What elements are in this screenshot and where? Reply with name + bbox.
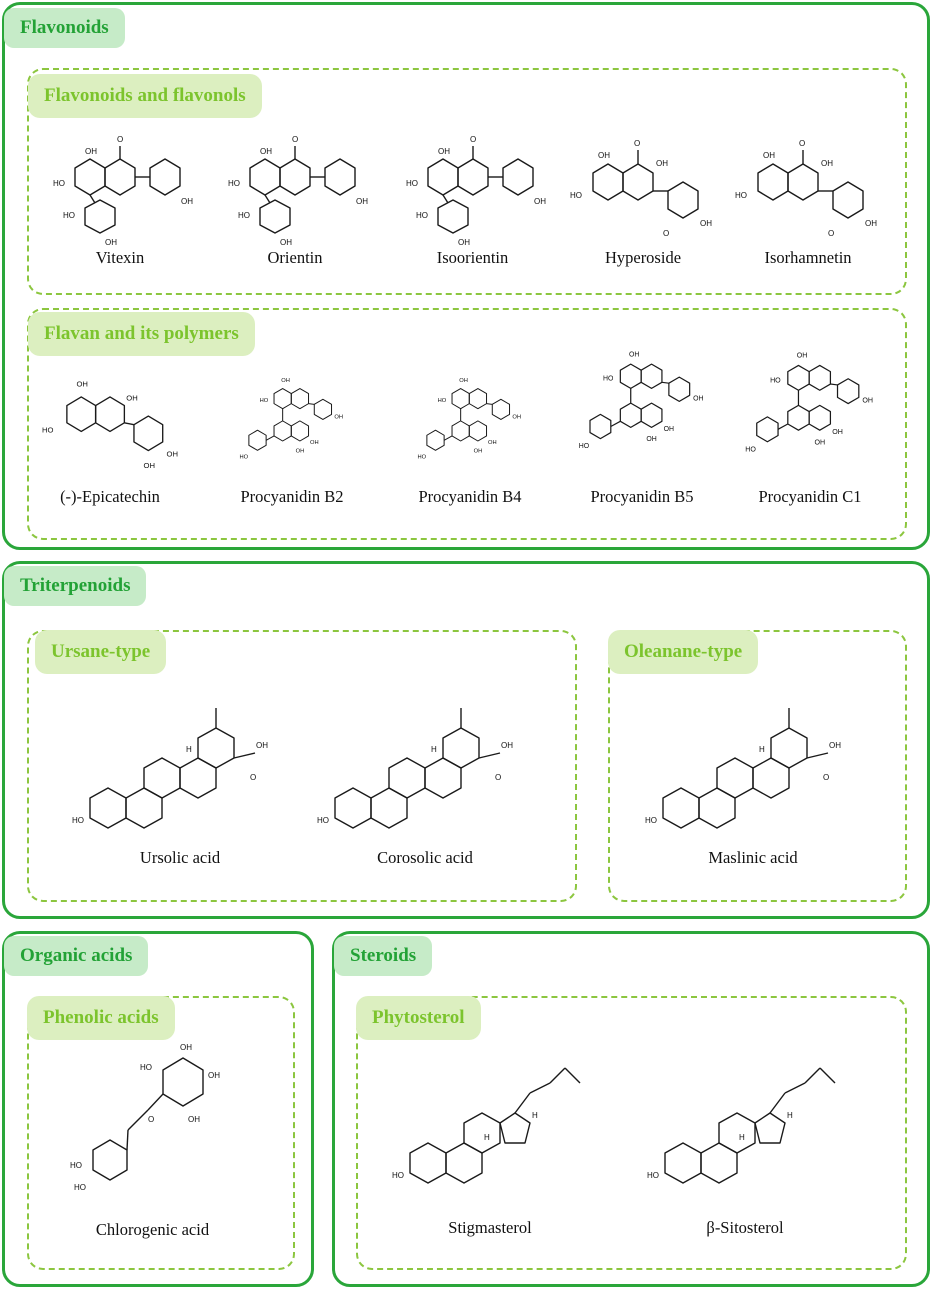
subgroup-label-ursane: Ursane-type	[35, 630, 167, 674]
compound-ursolic-acid: Ursolic acid	[70, 688, 290, 868]
compound-procyanidin-b4: Procyanidin B4	[390, 372, 550, 507]
compound-beta-sitosterol: β-Sitosterol	[640, 1048, 850, 1238]
compound-name: Procyanidin B5	[590, 487, 694, 506]
compound-procyanidin-b2: Procyanidin B2	[212, 372, 372, 507]
compound-chlorogenic-acid: Chlorogenic acid	[65, 1040, 240, 1240]
structure-isorhamnetin	[733, 128, 883, 248]
structure-chlorogenic-acid	[68, 1040, 238, 1220]
subgroup-label-flavan-polymers: Flavan and its polymers	[28, 312, 255, 356]
structure-maslinic-acid	[643, 688, 863, 848]
compound-isoorientin: Isoorientin	[385, 128, 560, 268]
section-label-steroids: Steroids	[334, 936, 433, 976]
subgroup-label-phenolic-acids: Phenolic acids	[27, 996, 175, 1040]
subgroup-flavan-polymers	[27, 308, 907, 540]
structure-epicatechin	[35, 372, 185, 487]
structure-procyanidin-b4	[395, 372, 545, 487]
compound-epicatechin: (-)-Epicatechin	[30, 372, 190, 507]
structure-vitexin	[45, 128, 195, 248]
compound-maslinic-acid: Maslinic acid	[643, 688, 863, 868]
compound-name: Isorhamnetin	[764, 248, 852, 267]
subgroup-flavonoids-flavonols	[27, 68, 907, 295]
compound-name: (-)-Epicatechin	[60, 487, 160, 506]
section-flavonoids	[2, 2, 930, 550]
structure-hyperoside	[568, 128, 718, 248]
compound-name: Ursolic acid	[139, 848, 221, 867]
section-steroids	[332, 931, 930, 1287]
subgroup-oleanane	[608, 630, 907, 902]
compound-procyanidin-c1: Procyanidin C1	[730, 345, 890, 507]
compound-vitexin: Vitexin	[45, 128, 195, 268]
structure-corosolic-acid	[315, 688, 535, 848]
compound-name: Isoorientin	[436, 248, 509, 267]
compound-name: Orientin	[267, 248, 323, 267]
structure-isoorientin	[398, 128, 548, 248]
structure-procyanidin-b5	[577, 340, 707, 487]
compound-name: Corosolic acid	[377, 848, 473, 867]
compound-name: β-Sitosterol	[706, 1218, 784, 1237]
subgroup-phytosterol	[356, 996, 907, 1270]
compound-name: Procyanidin C1	[758, 487, 862, 506]
structure-orientin	[220, 128, 370, 248]
subgroup-ursane	[27, 630, 577, 902]
section-organic-acids	[2, 931, 314, 1287]
compound-name: Procyanidin B4	[418, 487, 522, 506]
subgroup-label-flavonoids-flavonols: Flavonoids and flavonols	[28, 74, 262, 118]
section-triterpenoids	[2, 561, 930, 919]
section-label-organic-acids: Organic acids	[4, 936, 149, 976]
compound-name: Stigmasterol	[448, 1218, 532, 1237]
compound-name: Procyanidin B2	[240, 487, 344, 506]
compound-procyanidin-b5: Procyanidin B5	[572, 340, 712, 507]
compound-orientin: Orientin	[220, 128, 370, 268]
structure-beta-sitosterol	[645, 1048, 845, 1218]
compound-name: Chlorogenic acid	[95, 1220, 210, 1239]
subgroup-label-oleanane: Oleanane-type	[608, 630, 759, 674]
compound-name: Hyperoside	[604, 248, 682, 267]
structure-procyanidin-b2	[217, 372, 367, 487]
compound-hyperoside: Hyperoside	[568, 128, 718, 268]
compound-corosolic-acid: Corosolic acid	[315, 688, 535, 868]
section-label-flavonoids: Flavonoids	[4, 8, 125, 48]
compound-name: Maslinic acid	[708, 848, 798, 867]
subgroup-label-phytosterol: Phytosterol	[356, 996, 481, 1040]
compound-name: Vitexin	[95, 248, 145, 267]
compound-stigmasterol: Stigmasterol	[385, 1048, 595, 1238]
structure-procyanidin-c1	[735, 345, 885, 487]
compound-isorhamnetin: Isorhamnetin	[733, 128, 883, 268]
structure-ursolic-acid	[70, 688, 290, 848]
section-label-triterpenoids: Triterpenoids	[4, 566, 147, 606]
structure-stigmasterol	[390, 1048, 590, 1218]
